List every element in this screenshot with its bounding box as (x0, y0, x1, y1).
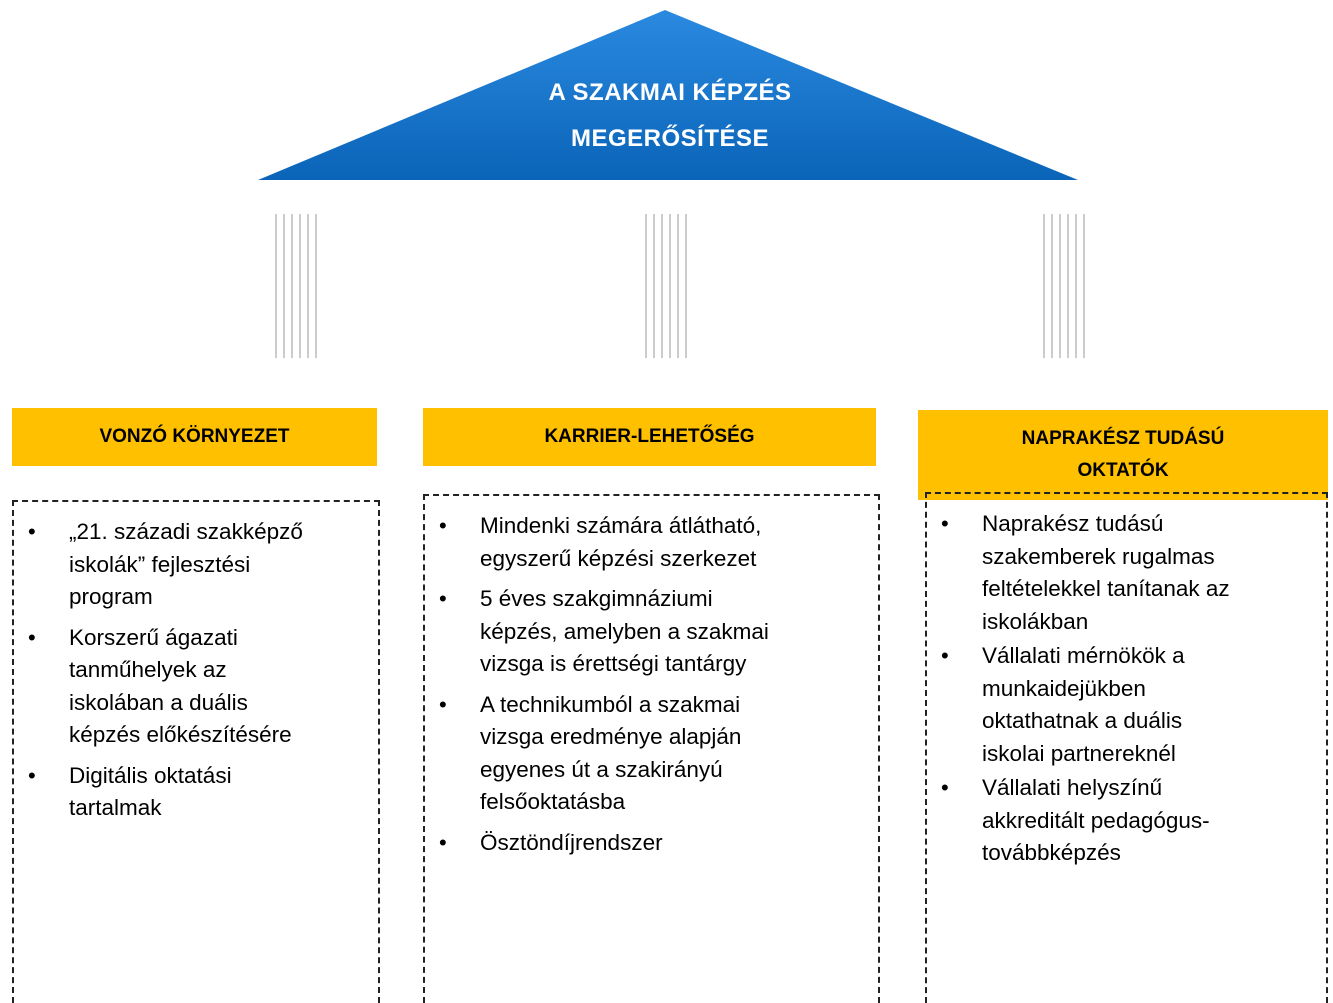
list-item-line: Digitális oktatási (69, 762, 232, 788)
roof-title-line: MEGERŐSÍTÉSE (570, 125, 770, 152)
list-item-line: felsőoktatásba (480, 789, 626, 814)
list-item-line: képzés, amelyben a szakmai (480, 618, 769, 644)
list-item: A technikumból a szakmai vizsga eredmény… (425, 689, 878, 819)
pillar-content-box-2: Mindenki számára átlátható, egyszerű kép… (423, 494, 880, 1003)
list-item: „21. századi szakképző iskolák” fejleszt… (14, 516, 378, 614)
list-item-line: Vállalati helyszínű (982, 775, 1163, 800)
pillar-header-text: OKTATÓK (1077, 460, 1169, 481)
list-item: Vállalati mérnökök a munkaidejükben okta… (927, 640, 1326, 770)
list-item-line: vizsga eredménye alapján (480, 724, 742, 749)
list-item-line: Korszerű ágazati (69, 624, 238, 650)
roof-title-line: A SZAKMAI KÉPZÉS (548, 79, 792, 106)
list-item-line: iskolai partnereknél (982, 740, 1176, 766)
list-item-line: Vállalati mérnökök a (982, 643, 1185, 668)
list-item-line: egyenes út a szakirányú (480, 756, 723, 782)
list-item-line: tartalmak (69, 795, 162, 820)
list-item-line: egyszerű képzési szerkezet (480, 545, 757, 571)
list-item-line: képzés előkészítésére (69, 722, 292, 747)
list-item-line: program (69, 584, 153, 609)
list-item-line: továbbképzés (982, 840, 1121, 865)
pillar-left (256, 188, 336, 393)
pillar-header-text: VONZÓ KÖRNYEZET (99, 426, 290, 447)
list-item-line: 5 éves szakgimnáziumi (480, 586, 713, 611)
list-item-line: feltételekkel tanítanak az (982, 576, 1230, 601)
list-item-line: Ösztöndíjrendszer (480, 829, 663, 855)
roof-title: A SZAKMAI KÉPZÉS MEGERŐSÍTÉSE (440, 70, 900, 162)
list-item: Vállalati helyszínű akkreditált pedagógu… (927, 772, 1326, 870)
list-item-line: oktathatnak a duális (982, 708, 1183, 733)
pillar-header-3: NAPRAKÉSZ TUDÁSÚ OKTATÓK (918, 410, 1328, 500)
list-item-line: akkreditált pedagógus- (982, 807, 1210, 833)
list-item-line: Mindenki számára átlátható, (480, 513, 762, 538)
list-item: 5 éves szakgimnáziumi képzés, amelyben a… (425, 583, 878, 681)
roof (258, 10, 1078, 180)
pillar-content-box-1: „21. századi szakképző iskolák” fejleszt… (12, 500, 380, 1003)
list-item-line: vizsga is érettségi tantárgy (480, 651, 747, 676)
pillar-content-box-3: Naprakész tudású szakemberek rugalmas fe… (925, 492, 1328, 1003)
list-item-line: „21. századi szakképző (69, 519, 303, 544)
list-item-line: Naprakész tudású (982, 511, 1164, 536)
bullet-list: Mindenki számára átlátható, egyszerű kép… (425, 510, 878, 859)
list-item: Digitális oktatási tartalmak (14, 760, 378, 825)
list-item: Mindenki számára átlátható, egyszerű kép… (425, 510, 878, 575)
pillar-right (1024, 188, 1104, 393)
bullet-list: „21. századi szakképző iskolák” fejleszt… (14, 516, 378, 825)
pillar-header-text: NAPRAKÉSZ TUDÁSÚ (1021, 428, 1225, 449)
list-item-line: szakemberek rugalmas (982, 543, 1215, 569)
list-item-line: tanműhelyek az (69, 657, 227, 682)
pillar-center (626, 188, 706, 393)
list-item-line: iskolákban (982, 608, 1089, 634)
list-item: Korszerű ágazati tanműhelyek az iskolába… (14, 622, 378, 752)
list-item-line: iskolában a duális (69, 689, 248, 715)
bullet-list: Naprakész tudású szakemberek rugalmas fe… (927, 508, 1326, 870)
pillar-header-text: KARRIER-LEHETŐSÉG (544, 426, 755, 447)
list-item: Naprakész tudású szakemberek rugalmas fe… (927, 508, 1326, 638)
list-item-line: iskolák” fejlesztési (69, 551, 251, 577)
list-item-line: munkaidejükben (982, 675, 1146, 701)
pillar-header-1: VONZÓ KÖRNYEZET (12, 408, 377, 466)
list-item-line: A technikumból a szakmai (480, 691, 741, 717)
pillar-header-2: KARRIER-LEHETŐSÉG (423, 408, 876, 466)
list-item: Ösztöndíjrendszer (425, 827, 878, 860)
